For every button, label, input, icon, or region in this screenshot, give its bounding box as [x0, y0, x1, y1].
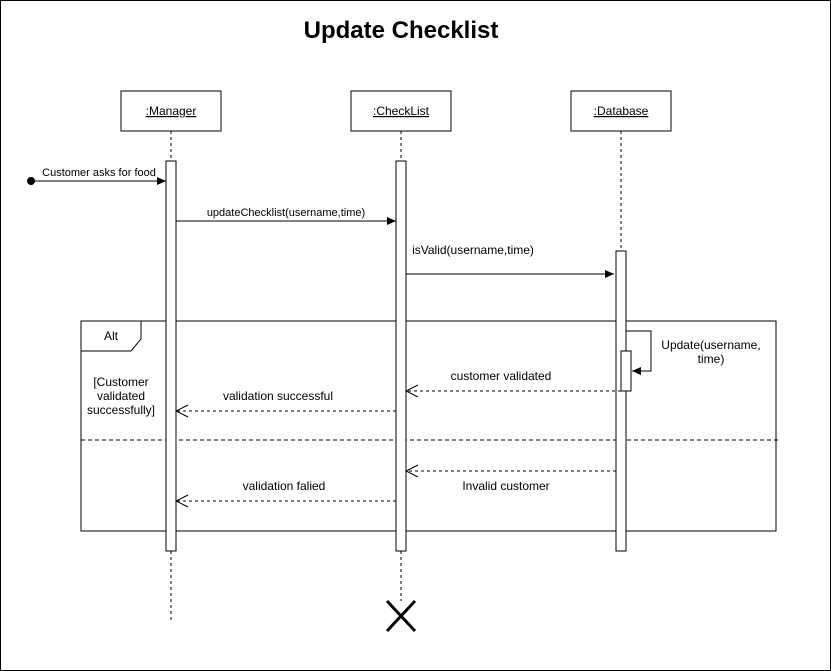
message-update-checklist[interactable]: updateChecklist(username,time): [176, 207, 396, 225]
checklist-activation[interactable]: [395, 160, 407, 552]
message-validation-failed[interactable]: validation falied: [176, 479, 396, 501]
message-is-valid[interactable]: isValid(username,time): [406, 243, 614, 278]
message-label-self-update-line1: Update(username,: [661, 338, 760, 352]
message-label-self-update-line2: time): [698, 352, 725, 366]
message-label-found: Customer asks for food: [42, 167, 156, 179]
lifeline-head-checklist[interactable]: :CheckList: [350, 90, 452, 132]
database-nested-activation[interactable]: [620, 350, 632, 392]
lifeline-label-checklist: :CheckList: [373, 104, 430, 118]
database-activation[interactable]: [615, 250, 627, 552]
message-label-invalid-customer: Invalid customer: [462, 479, 549, 493]
alt-guard-line1: [Customer: [93, 375, 148, 389]
lifeline-head-manager[interactable]: :Manager: [120, 90, 222, 132]
message-label-update-checklist: updateChecklist(username,time): [207, 207, 365, 219]
message-label-is-valid: isValid(username,time): [412, 243, 534, 257]
diagram-title: Update Checklist: [304, 17, 499, 44]
alt-guard-line2: validated: [97, 389, 145, 403]
message-customer-validated[interactable]: customer validated: [406, 369, 621, 391]
manager-activation[interactable]: [165, 160, 177, 552]
message-validation-successful[interactable]: validation successful: [176, 389, 396, 411]
lifeline-label-database: :Database: [594, 104, 649, 118]
alt-fragment: Alt [Customer validated successfully]: [80, 320, 781, 532]
lifeline-head-database[interactable]: :Database: [570, 90, 672, 132]
message-label-validation-failed: validation falied: [243, 479, 326, 493]
lifeline-label-manager: :Manager: [146, 104, 197, 118]
destroy-x-icon: [385, 599, 417, 633]
alt-operator-label: Alt: [104, 329, 119, 343]
alt-guard-line3: successfully]: [87, 403, 155, 417]
message-found[interactable]: Customer asks for food: [27, 167, 166, 185]
message-label-customer-validated: customer validated: [451, 369, 552, 383]
message-label-validation-successful: validation successful: [223, 389, 333, 403]
message-self-update[interactable]: Update(username, time): [626, 330, 761, 375]
message-invalid-customer[interactable]: Invalid customer: [406, 471, 616, 493]
